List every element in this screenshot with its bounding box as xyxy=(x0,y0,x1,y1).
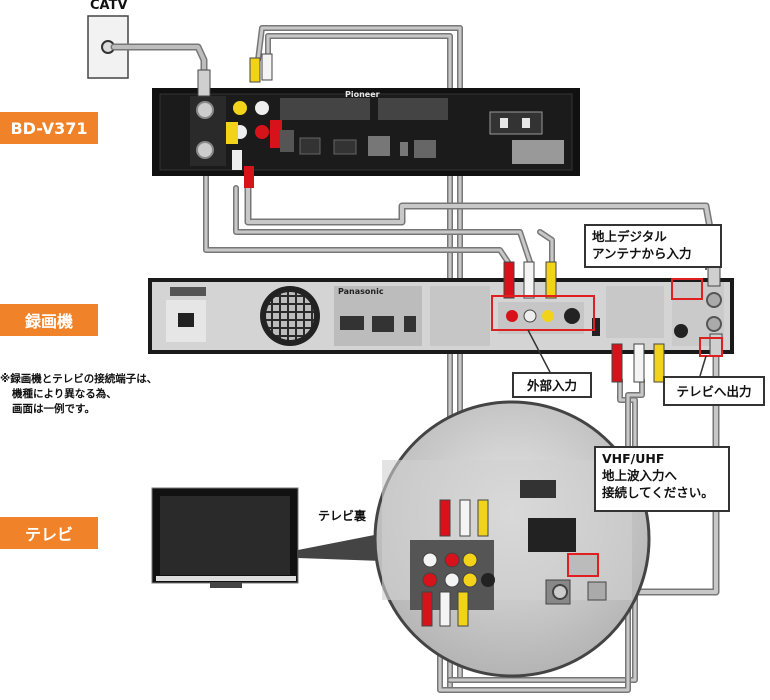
tv-back-label: テレビ裏 xyxy=(318,509,367,523)
callout-line: アンテナから入力 xyxy=(592,246,692,261)
callout-line: 接続してください。 xyxy=(602,485,714,500)
tuner-label: BD-V371 xyxy=(0,112,98,144)
tuner-brand: Pioneer xyxy=(345,90,380,99)
note-line: ※録画機とテレビの接続端子は、 xyxy=(0,373,158,385)
callout-line: 地上デジタル xyxy=(592,229,667,244)
tv-output-highlight xyxy=(699,337,723,357)
tv-label: テレビ xyxy=(0,517,98,549)
digital-input-highlight xyxy=(671,278,703,300)
note-line: 画面は一例です。 xyxy=(12,403,95,415)
recorder-label: 録画機 xyxy=(0,304,98,336)
recorder-output-plugs xyxy=(611,333,723,383)
tuner-rca-plugs xyxy=(197,53,273,97)
recorder-brand: Panasonic xyxy=(338,287,384,296)
cables xyxy=(110,25,720,693)
note-line: 機種により異なる為、 xyxy=(12,388,117,400)
compatibility-note: ※録画機とテレビの接続端子は、 機種により異なる為、 画面は一例です。 xyxy=(0,372,157,417)
television-icon xyxy=(151,487,299,588)
vhf-uhf-callout: VHF/UHF 地上波入力へ 接続してください。 xyxy=(594,446,730,512)
external-input-highlight xyxy=(491,295,595,331)
bd-v371-tuner xyxy=(152,88,580,188)
external-input-callout: 外部入力 xyxy=(512,372,592,398)
tv-back-magnified xyxy=(373,400,651,678)
tv-output-callout: テレビへ出力 xyxy=(663,376,765,406)
digital-input-callout: 地上デジタル アンテナから入力 xyxy=(584,224,722,268)
recorder-highlights xyxy=(491,278,723,357)
recorder-device xyxy=(148,278,734,354)
callout-line: 地上波入力へ xyxy=(602,468,678,483)
callout-line: VHF/UHF xyxy=(602,451,665,466)
catv-label: CATV xyxy=(90,0,128,13)
